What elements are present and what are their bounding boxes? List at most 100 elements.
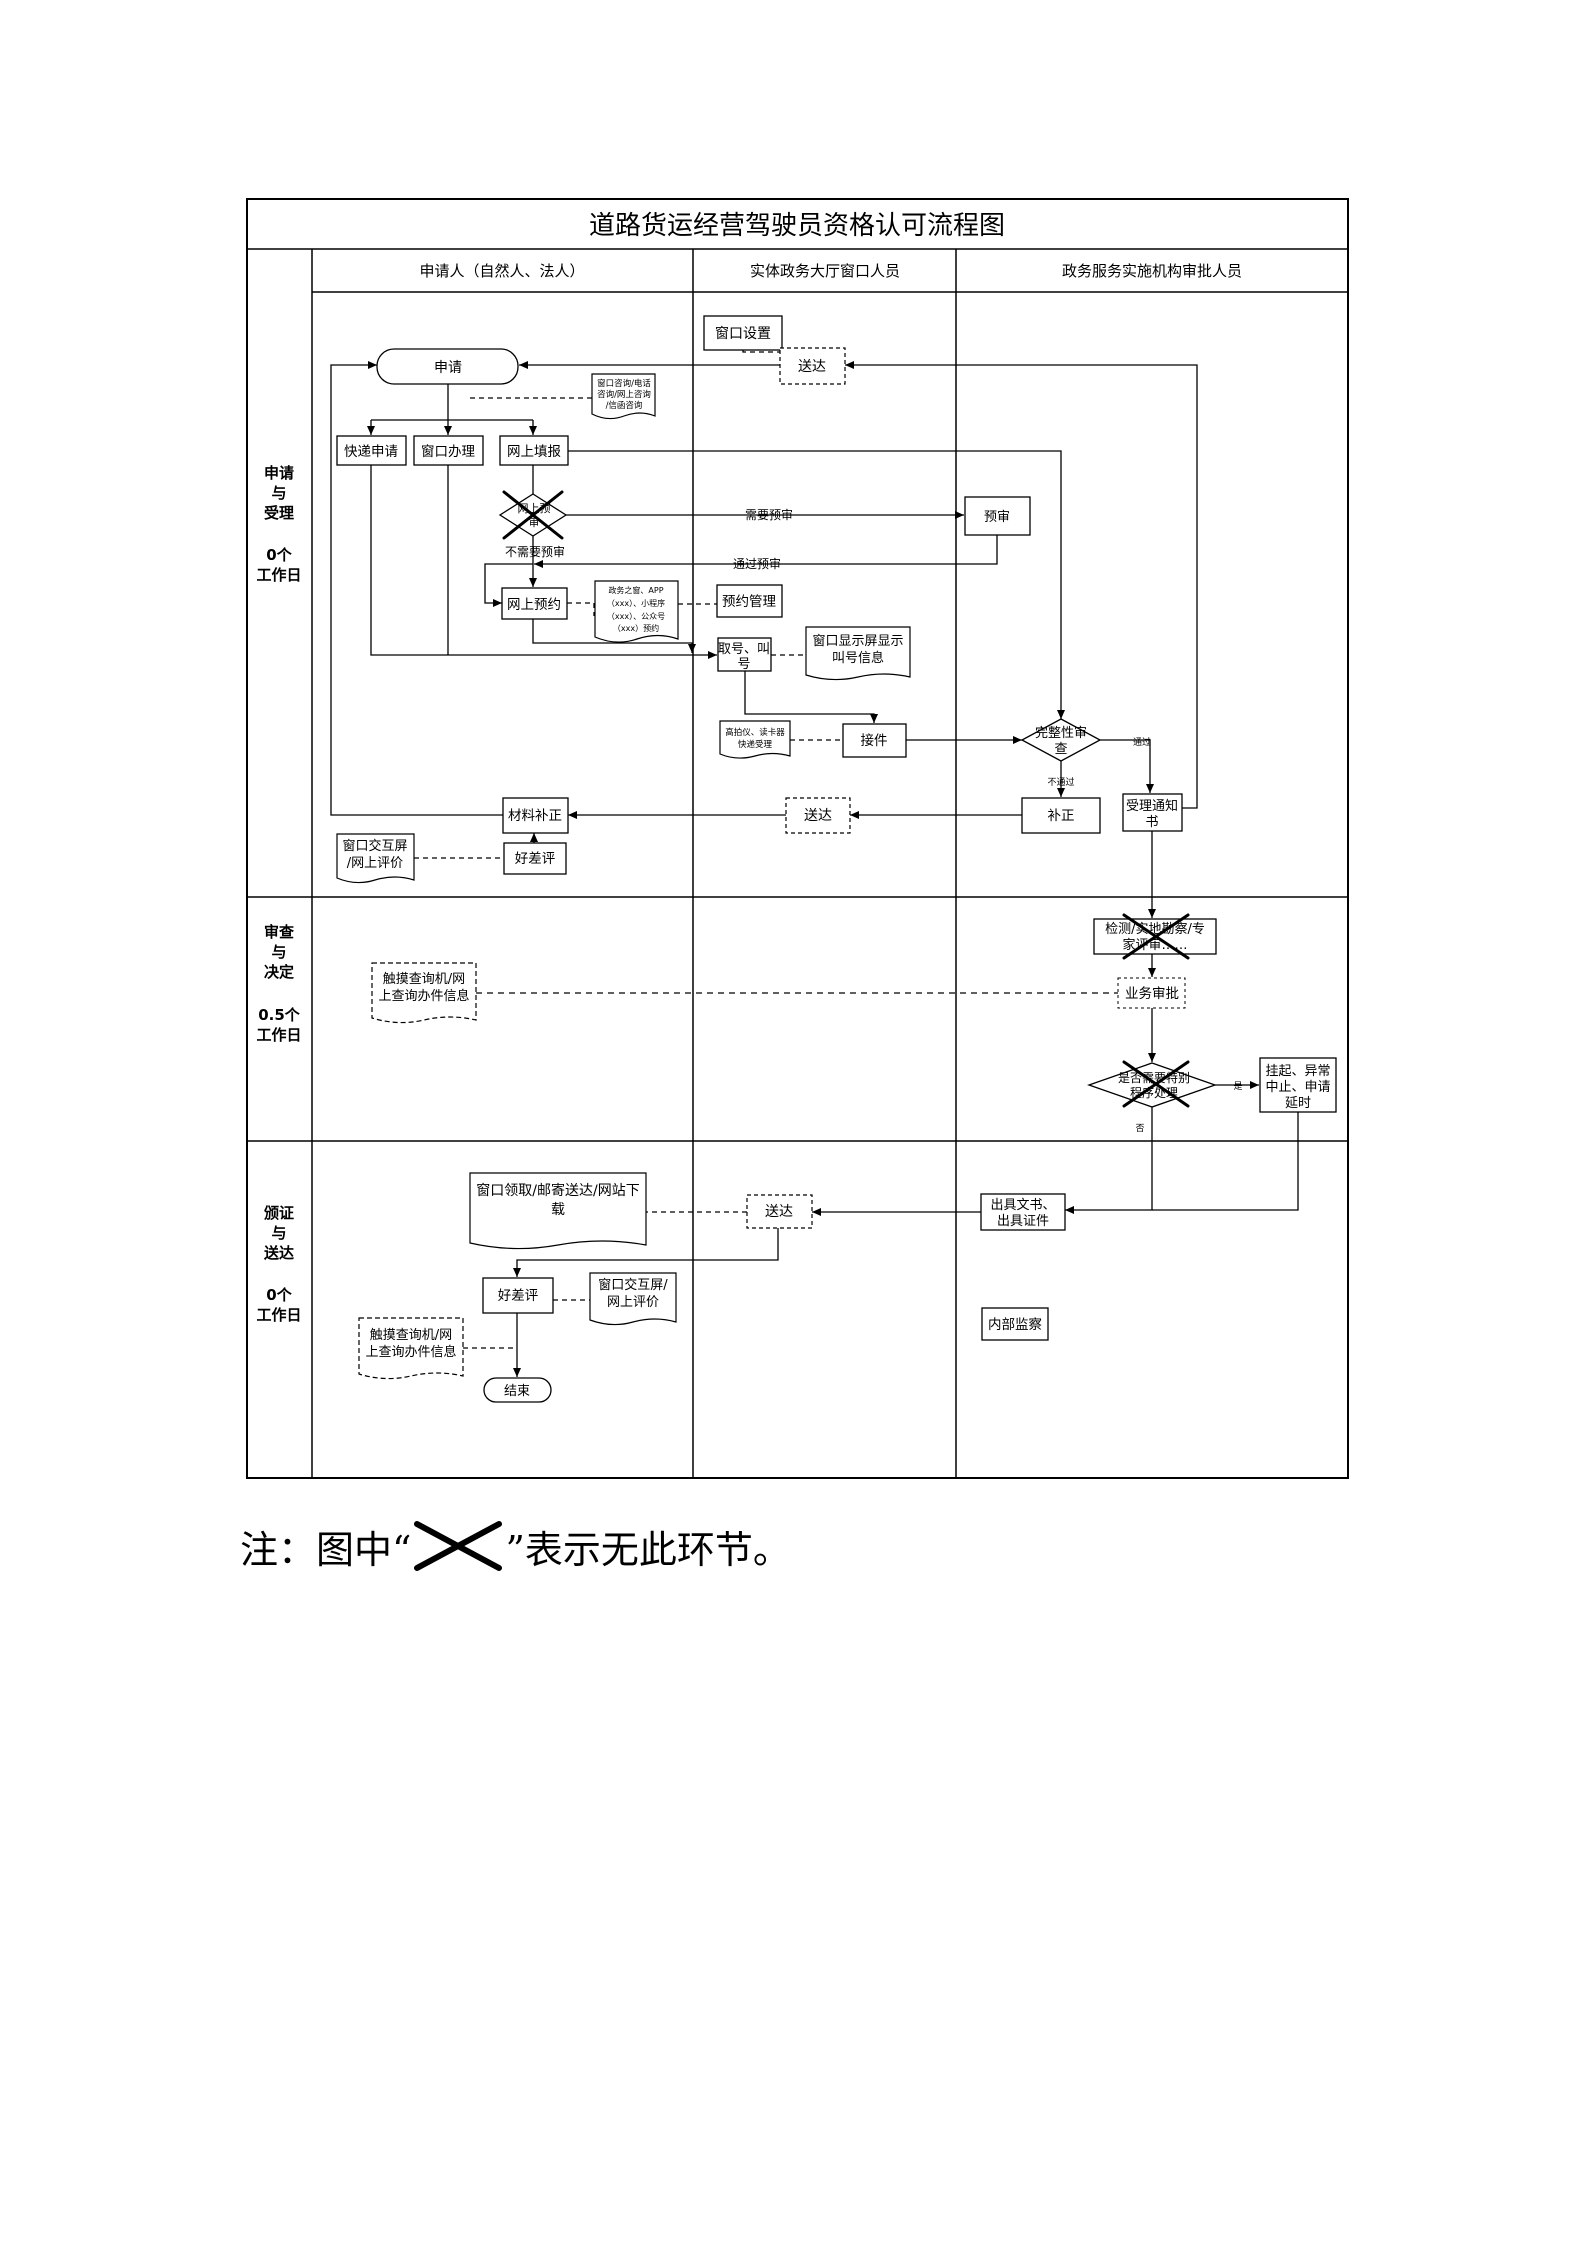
svg-text:中止、申请: 中止、申请: [1265, 1080, 1330, 1095]
column-header-window: 实体政务大厅窗口人员: [750, 262, 900, 280]
deliver-box-top: 送达: [779, 347, 846, 385]
deliver-box-bottom: 送达: [746, 1194, 813, 1229]
svg-text:完整性审: 完整性审: [1035, 726, 1087, 741]
booking-channel-document: 政务之窗、APP （xxx）、小程序 （xxx）、公众号 （xxx）预约: [594, 580, 679, 643]
svg-text:快递申请: 快递申请: [344, 444, 398, 460]
window-setup-box: 窗口设置: [703, 315, 783, 351]
svg-text:高拍仪、读卡器: 高拍仪、读卡器: [725, 727, 785, 738]
svg-text:窗口设置: 窗口设置: [715, 325, 771, 342]
take-number-box: 取号、叫 号: [717, 637, 772, 672]
svg-text:申请: 申请: [264, 464, 294, 482]
svg-text:窗口办理: 窗口办理: [421, 443, 475, 460]
table-grid: [246, 198, 1349, 1479]
svg-text:（xxx）、小程序: （xxx）、小程序: [607, 598, 665, 608]
svg-text:载: 载: [551, 1202, 565, 1218]
diagram-title: 道路货运经营驾驶员资格认可流程图: [589, 211, 1005, 241]
svg-text:窗口交互屏/: 窗口交互屏/: [598, 1277, 668, 1293]
svg-text:好差评: 好差评: [515, 851, 556, 867]
suspend-box: 挂起、异常 中止、申请 延时: [1259, 1057, 1337, 1113]
label-no-need-pre: 不需要预审: [505, 544, 565, 559]
note-prefix: 注：图中“: [240, 1527, 412, 1572]
column-header-approver: 政务服务实施机构审批人员: [1062, 262, 1242, 280]
completeness-check-diamond: 完整性审 查: [1020, 718, 1102, 762]
connectors: [330, 341, 1299, 1377]
material-fix-box: 材料补正: [502, 797, 569, 834]
supplement-box: 补正: [1021, 797, 1101, 834]
svg-text:0.5个: 0.5个: [258, 1006, 301, 1024]
svg-text:接件: 接件: [861, 732, 888, 749]
inspection-box: 检测/实地勘察/专 家评审……: [1093, 913, 1217, 960]
crossed-out-mark: [1122, 1060, 1190, 1108]
consult-document: 窗口咨询/电话 咨询/网上咨询 /信函咨询: [591, 373, 656, 420]
svg-text:窗口显示屏显示: 窗口显示屏显示: [812, 633, 903, 649]
svg-text:程序处理: 程序处理: [1130, 1085, 1178, 1100]
special-procedure-diamond: 是否需要特别 程序处理: [1087, 1060, 1217, 1108]
pre-review-box: 预审: [964, 496, 1031, 536]
query-document-issue: 触摸查询机/网 上查询办件信息: [358, 1317, 464, 1380]
scanner-document: 高拍仪、读卡器 快递受理: [719, 720, 791, 759]
svg-text:上查询办件信息: 上查询办件信息: [378, 988, 469, 1004]
svg-text:上查询办件信息: 上查询办件信息: [365, 1344, 456, 1360]
svg-text:窗口咨询/电话: 窗口咨询/电话: [597, 378, 651, 389]
svg-text:材料补正: 材料补正: [508, 808, 562, 824]
svg-text:出具文书、: 出具文书、: [990, 1198, 1055, 1213]
svg-text:送达: 送达: [804, 808, 832, 824]
svg-text:送达: 送达: [263, 1244, 294, 1262]
rating-channel-document-apply: 窗口交互屏 /网上评价: [336, 833, 415, 884]
svg-text:结束: 结束: [504, 1384, 530, 1399]
svg-text:颁证: 颁证: [264, 1204, 294, 1222]
svg-text:网上填报: 网上填报: [507, 444, 561, 460]
svg-text:网上预约: 网上预约: [507, 597, 561, 613]
svg-text:取号、叫: 取号、叫: [718, 642, 770, 657]
column-header-applicant: 申请人（自然人、法人）: [419, 262, 584, 280]
svg-text:与: 与: [271, 943, 286, 961]
svg-text:审: 审: [529, 515, 540, 529]
label-pass: 通过: [1133, 736, 1151, 748]
svg-text:受理通知: 受理通知: [1126, 798, 1178, 814]
query-document-review: 触摸查询机/网 上查询办件信息: [371, 962, 477, 1024]
window-handle-box: 窗口办理: [413, 435, 484, 466]
note-suffix: ”表示无此环节。: [505, 1527, 791, 1572]
stage-label-apply: 申请 与 受理 0个 工作日: [256, 464, 301, 584]
svg-text:补正: 补正: [1048, 808, 1075, 824]
svg-text:送达: 送达: [765, 1204, 793, 1220]
crossed-out-mark: [502, 490, 564, 540]
online-precheck-diamond: 网上预 审: [498, 490, 568, 540]
svg-text:0个: 0个: [266, 1286, 292, 1304]
svg-text:/网上评价: /网上评价: [347, 856, 403, 871]
label-fail: 不通过: [1047, 776, 1074, 788]
svg-text:与: 与: [271, 484, 286, 502]
express-apply-box: 快递申请: [336, 435, 407, 466]
svg-text:挂起、异常: 挂起、异常: [1265, 1064, 1330, 1079]
svg-text:触摸查询机/网: 触摸查询机/网: [370, 1328, 452, 1343]
svg-text:网上评价: 网上评价: [607, 1295, 659, 1310]
svg-text:快递受理: 快递受理: [738, 739, 773, 750]
acceptance-notice-box: 受理通知 书: [1122, 793, 1183, 832]
svg-text:工作日: 工作日: [256, 1306, 301, 1324]
stage-label-issue: 颁证 与 送达 0个 工作日: [256, 1204, 301, 1324]
svg-text:受理: 受理: [264, 504, 294, 522]
svg-text:申请: 申请: [434, 360, 462, 376]
svg-text:号: 号: [737, 657, 750, 672]
svg-text:工作日: 工作日: [256, 1026, 301, 1044]
svg-text:/信函咨询: /信函咨询: [606, 400, 643, 411]
rating-channel-document-issue: 窗口交互屏/ 网上评价: [589, 1272, 677, 1326]
svg-text:预约管理: 预约管理: [722, 594, 776, 610]
svg-text:检测/实地勘察/专: 检测/实地勘察/专: [1105, 922, 1205, 937]
svg-text:业务审批: 业务审批: [1125, 986, 1179, 1002]
svg-text:窗口交互屏: 窗口交互屏: [342, 838, 407, 854]
svg-text:查: 查: [1054, 742, 1067, 757]
crossed-out-mark: [1122, 913, 1190, 960]
label-no: 否: [1135, 1123, 1144, 1134]
svg-text:预审: 预审: [984, 510, 1010, 525]
end-terminator: 结束: [483, 1377, 552, 1403]
online-booking-box: 网上预约: [501, 587, 568, 620]
svg-text:触摸查询机/网: 触摸查询机/网: [383, 972, 465, 987]
svg-text:好差评: 好差评: [498, 1288, 539, 1304]
stage-label-review: 审查 与 决定 0.5个 工作日: [256, 923, 301, 1044]
svg-text:决定: 决定: [264, 963, 294, 981]
pickup-document: 窗口领取/邮寄送达/网站下 载: [469, 1172, 647, 1250]
svg-text:（xxx）预约: （xxx）预约: [613, 623, 659, 633]
label-pass-pre: 通过预审: [733, 556, 781, 571]
